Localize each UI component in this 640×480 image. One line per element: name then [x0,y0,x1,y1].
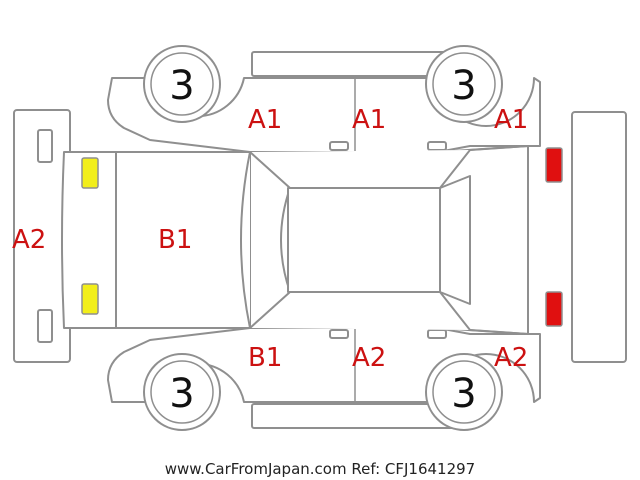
rear-right-lamp [545,291,563,327]
wheel-rear-right-number: 3 [451,371,476,417]
rear-bumper [571,111,627,363]
wheel-rear-left: 3 [425,45,503,123]
wheel-front-left-number: 3 [169,63,194,109]
wheel-rear-right: 3 [425,353,503,431]
code-front-left-door: A1 [352,105,386,135]
top-view-body [61,145,529,335]
code-rear-left-door: A1 [494,105,528,135]
rear-left-lamp [545,147,563,183]
code-front-right-fender: B1 [248,343,282,373]
code-rear-right-door: A2 [494,343,528,373]
code-front-bumper: A2 [12,225,46,255]
code-front-right-door: A2 [352,343,386,373]
wheel-rear-left-number: 3 [451,63,476,109]
footer-reference: www.CarFromJapan.com Ref: CFJ1641297 [165,460,475,478]
wheel-front-right-number: 3 [169,371,194,417]
code-hood: B1 [158,225,192,255]
wheel-front-left: 3 [143,45,221,123]
front-right-lamp [81,283,99,315]
front-left-lamp [81,157,99,189]
code-front-left-fender: A1 [248,105,282,135]
wheel-front-right: 3 [143,353,221,431]
